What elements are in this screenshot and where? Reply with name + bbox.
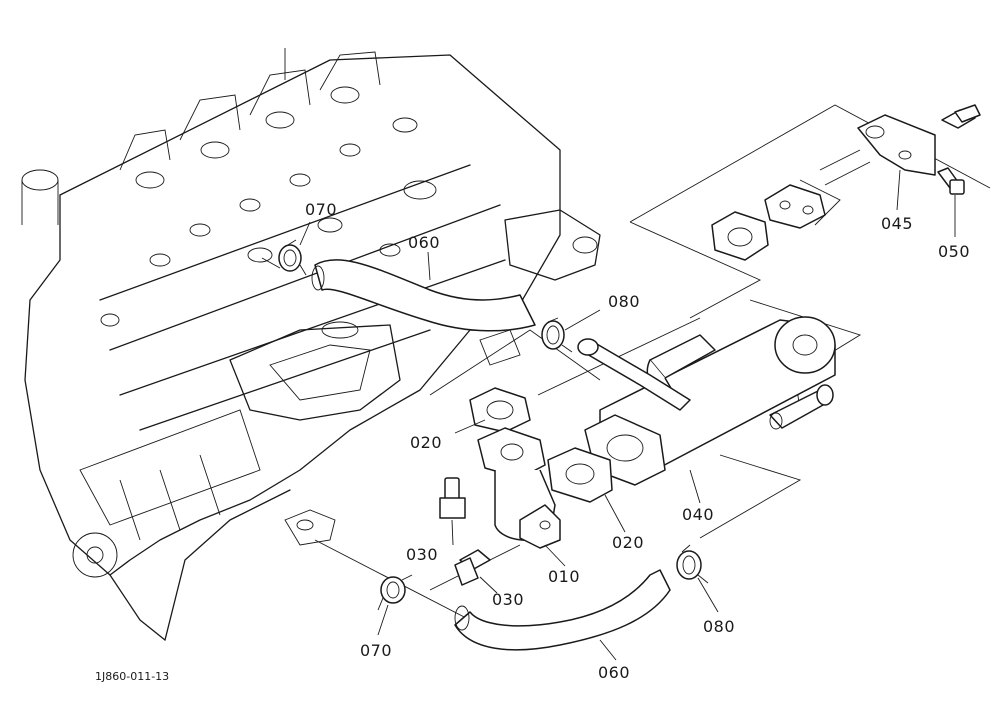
diagram-code: 1J860-011-13 [95,670,170,683]
callout-010: 010 [548,567,581,586]
callout-060-bottom: 060 [598,663,631,682]
clamp-080-upper [541,317,573,353]
assembly-guide-lines [261,104,991,621]
callout-070-top: 070 [305,200,338,219]
clamp-080-lower [676,544,709,584]
callout-040: 040 [682,505,715,524]
callout-060-top: 060 [408,233,441,252]
hose-060-upper [311,259,536,332]
callout-050: 050 [938,242,971,261]
engine-block [21,48,601,641]
bolt-030-upper [439,477,466,519]
leader-lines [299,169,956,661]
bolt-050-lower [937,167,965,195]
gasket-middle [711,211,769,261]
callout-030-lower: 030 [492,590,525,609]
bolt-050-upper [941,104,981,129]
callout-070-bottom: 070 [360,641,393,660]
callout-030-upper: 030 [406,545,439,564]
egr-pipe [577,338,691,411]
gasket-020-right [547,447,613,503]
bracket-045 [799,114,936,226]
egr-cooler-040 [584,316,836,486]
clamp-070-lower [377,574,413,611]
bolt-030-lower [454,549,491,586]
callout-045: 045 [881,214,914,233]
clamp-070-upper [278,239,307,276]
callout-080-top: 080 [608,292,641,311]
callout-080-bottom: 080 [703,617,736,636]
gasket-upper [764,184,826,229]
hose-060-lower [454,569,671,651]
gasket-020-left [469,387,531,433]
callout-020-right: 020 [612,533,645,552]
callout-020-left: 020 [410,433,443,452]
elbow-pipe-010 [477,427,561,549]
